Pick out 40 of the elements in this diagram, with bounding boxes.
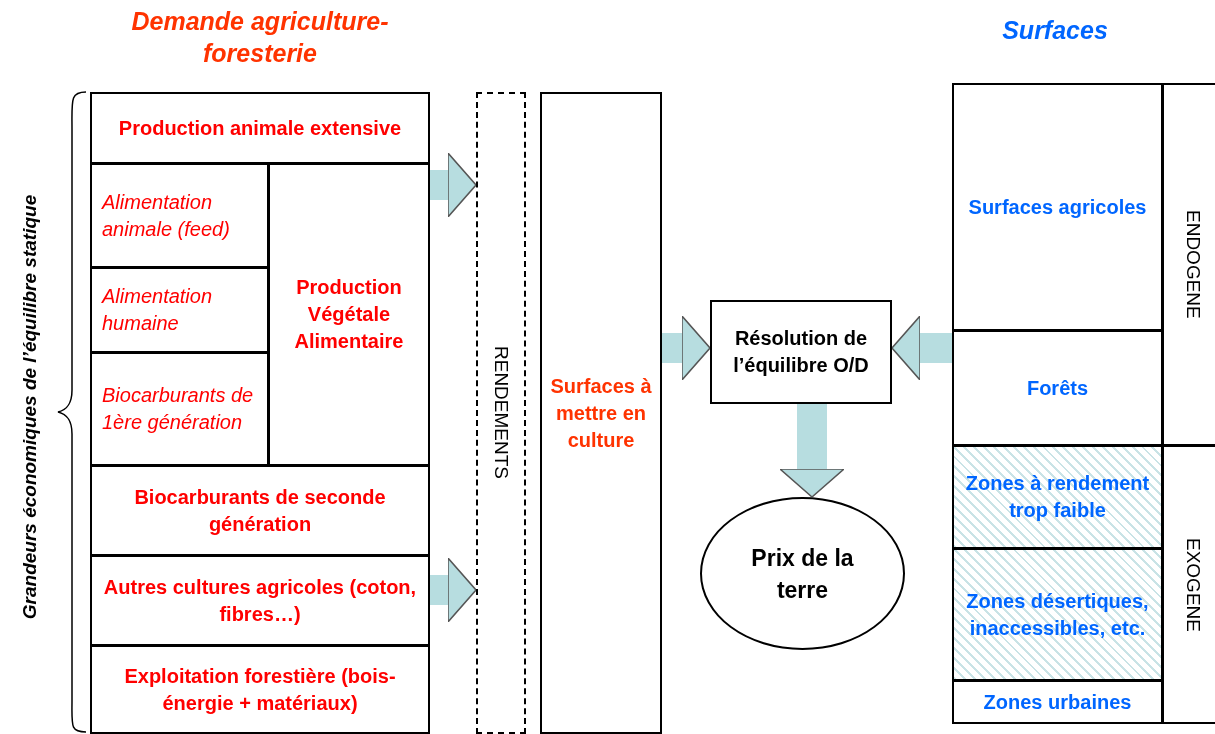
category-box xyxy=(952,330,1163,446)
category-box xyxy=(90,555,430,646)
box-label: Production Végétale Alimentaire xyxy=(293,275,405,354)
box-label: Zones à rendement trop faible xyxy=(964,471,1151,523)
dashed-band xyxy=(476,92,526,734)
box-label: Autres cultures agricoles (coton, fibres…) xyxy=(102,574,418,627)
category-box xyxy=(268,163,430,466)
side-band xyxy=(1162,83,1215,446)
heading: Demande agriculture-foresterie xyxy=(130,6,390,69)
box-label: Zones désertiques, inaccessibles, etc. xyxy=(965,588,1150,641)
hatched-box xyxy=(952,548,1163,681)
category-box xyxy=(90,645,430,734)
side-band xyxy=(1162,445,1215,724)
side-caption: Grandeurs économiques de l’équilibre statique xyxy=(18,193,41,622)
box-label: Surfaces agricoles xyxy=(968,194,1147,220)
box-label: RENDEMENTS xyxy=(489,346,513,480)
box-label: Forêts xyxy=(1026,375,1089,401)
box-label: ENDOGENE xyxy=(1181,210,1205,319)
category-box xyxy=(90,465,430,556)
box-label: Surfaces à mettre en culture xyxy=(549,373,653,453)
box-label: Alimentation humaine xyxy=(102,284,214,336)
category-box xyxy=(90,352,269,466)
hatched-box xyxy=(952,445,1163,549)
box-label: Zones urbaines xyxy=(983,689,1132,715)
box-label: Alimentation animale (feed) xyxy=(102,189,231,242)
box-label: Résolution de l’équilibre O/D xyxy=(732,326,870,378)
box-label: Exploitation forestière (bois-énergie + matériaux) xyxy=(123,663,397,716)
category-box xyxy=(952,83,1163,331)
category-box xyxy=(952,680,1163,724)
box-label: Biocarburants de seconde génération xyxy=(133,484,387,537)
box-label: Production animale extensive xyxy=(118,115,402,141)
box-label: Prix de la terre xyxy=(750,543,855,605)
heading: Surfaces xyxy=(1001,15,1109,46)
box-label: EXOGENE xyxy=(1181,537,1205,632)
category-box xyxy=(90,92,430,164)
category-box xyxy=(90,163,269,268)
box-label: Biocarburants de 1ère génération xyxy=(102,383,255,435)
category-box xyxy=(540,92,662,734)
process-box xyxy=(710,300,892,404)
category-box xyxy=(90,267,269,353)
